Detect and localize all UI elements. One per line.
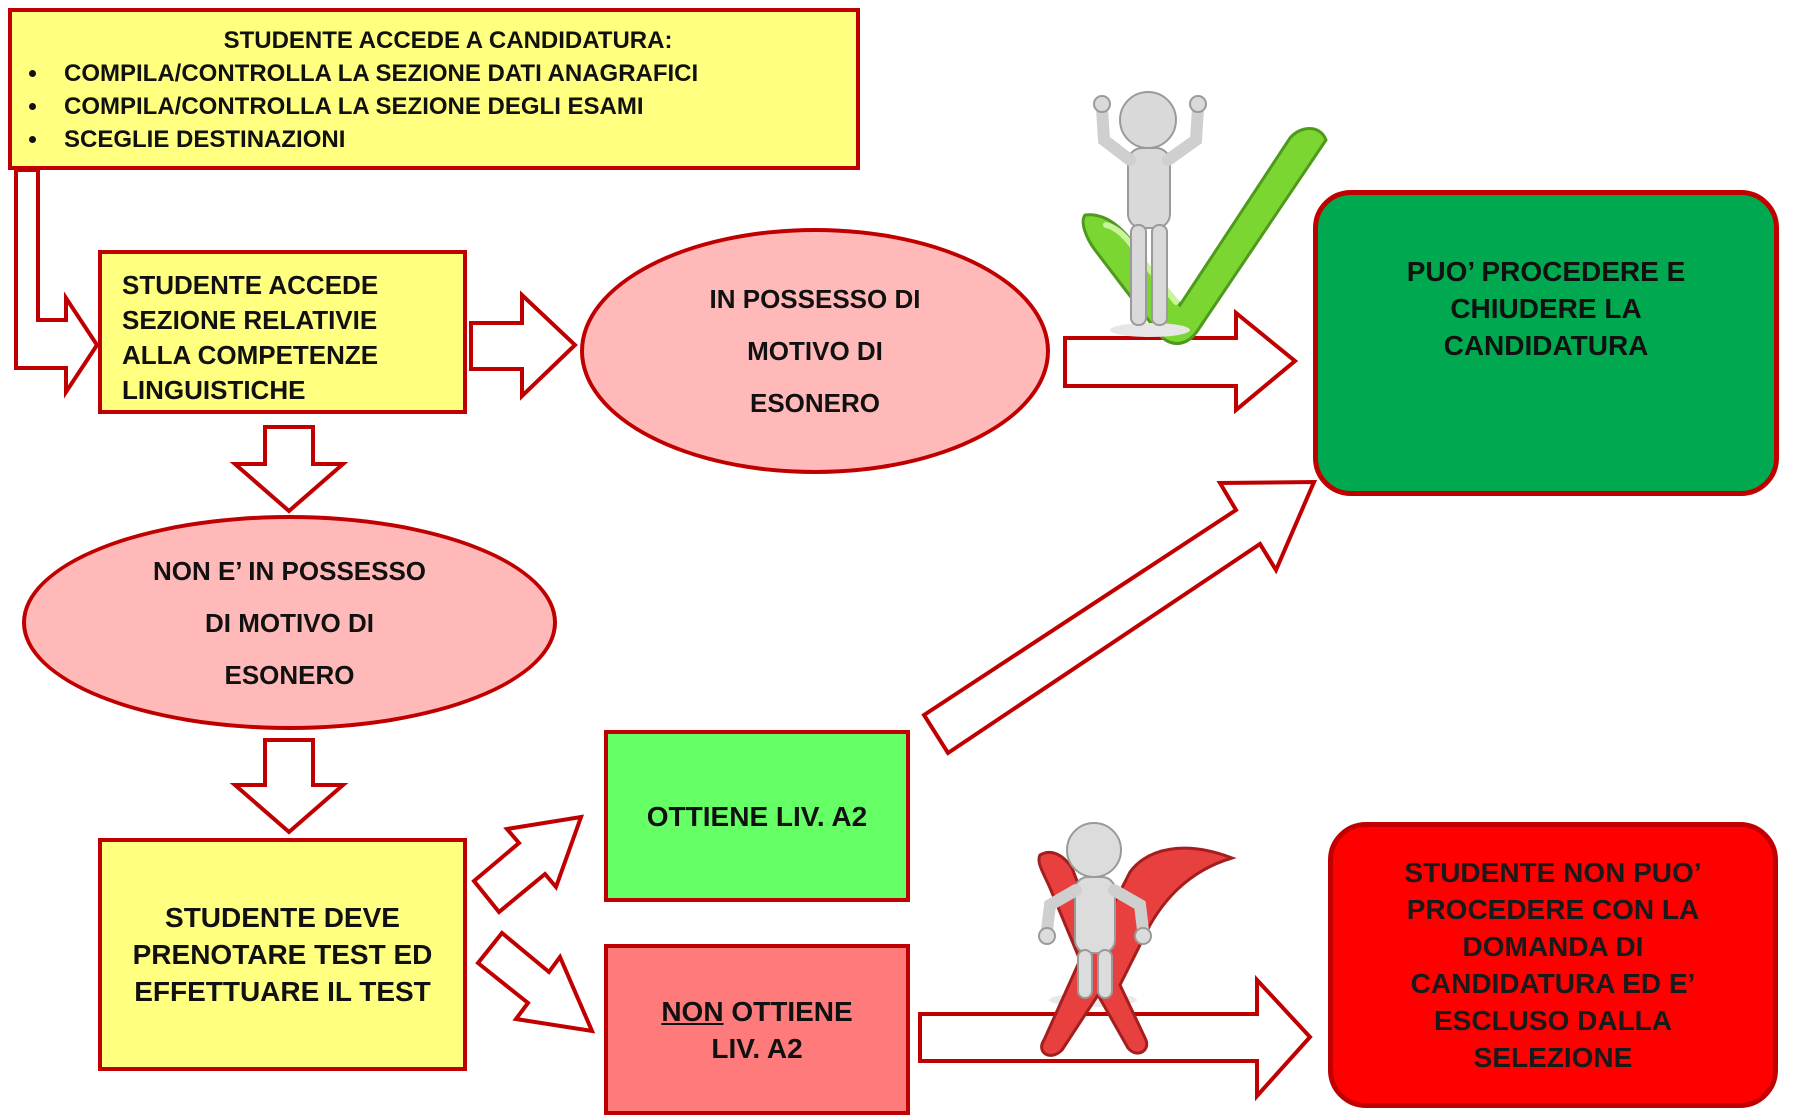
box-test-line: STUDENTE DEVE: [165, 902, 400, 933]
arrow-non-esonero-down: [229, 738, 349, 835]
arrow-test-to-ottiene: [471, 814, 585, 915]
arrow-top-to-competenze: [14, 168, 100, 399]
thumbs-up-person-icon: [1093, 91, 1207, 337]
ellipse-non-esonero-line: DI MOTIVO DI: [205, 607, 374, 638]
arrow-test-to-non-ottiene: [475, 930, 596, 1034]
box-test-line: PRENOTARE TEST ED: [132, 939, 433, 970]
result-box-escluso: STUDENTE NON PUO’ PROCEDERE CON LA DOMAN…: [1328, 822, 1778, 1108]
box-non-ottiene-liv-a2: NON OTTIENE LIV. A2: [604, 944, 910, 1115]
box-competenze-line: LINGUISTICHE: [122, 375, 306, 405]
result-ko-line: ESCLUSO DALLA: [1434, 1005, 1672, 1036]
arrow-competenze-to-esonero: [469, 290, 578, 401]
arrow-esonero-to-result-ok: [1063, 308, 1299, 415]
top-box-bullet: COMPILA/CONTROLLA LA SEZIONE DATI ANAGRA…: [50, 57, 846, 90]
result-ko-line: DOMANDA DI: [1462, 931, 1644, 962]
box-test-line: EFFETTUARE IL TEST: [134, 976, 431, 1007]
box-ottiene-text: OTTIENE LIV. A2: [646, 800, 868, 832]
ellipse-esonero-line: IN POSSESSO DI: [709, 284, 921, 314]
result-ok-line: CANDIDATURA: [1443, 329, 1649, 361]
top-box-bullet: COMPILA/CONTROLLA LA SEZIONE DEGLI ESAMI: [50, 90, 846, 123]
non-underlined: NON: [661, 995, 724, 1027]
result-box-puo-procedere: PUO’ PROCEDERE E CHIUDERE LA CANDIDATURA: [1313, 190, 1779, 496]
top-box-bullets: COMPILA/CONTROLLA LA SEZIONE DATI ANAGRA…: [12, 57, 846, 156]
box-competenze-line: SEZIONE RELATIVIE: [122, 305, 378, 335]
ellipse-esonero-line: ESONERO: [749, 388, 881, 418]
non-ottiene-rest: OTTIENE: [723, 995, 853, 1027]
box-ottiene-liv-a2: OTTIENE LIV. A2: [604, 730, 910, 902]
ellipse-esonero-line: MOTIVO DI: [747, 336, 883, 366]
ellipse-non-esonero-line: ESONERO: [224, 659, 355, 690]
top-box-heading: STUDENTE ACCEDE A CANDIDATURA:: [223, 27, 673, 54]
ellipse-non-in-possesso-esonero: NON E’ IN POSSESSO DI MOTIVO DI ESONERO: [22, 515, 557, 730]
ellipse-in-possesso-esonero: IN POSSESSO DI MOTIVO DI ESONERO: [580, 228, 1050, 474]
top-box-candidatura: STUDENTE ACCEDE A CANDIDATURA: COMPILA/C…: [8, 8, 860, 170]
arrow-ottiene-to-result-ok: [921, 479, 1318, 756]
box-competenze-line: STUDENTE ACCEDE: [122, 270, 379, 300]
result-ok-line: PUO’ PROCEDERE E: [1406, 255, 1686, 287]
top-box-bullet: SCEGLIE DESTINAZIONI: [50, 123, 846, 156]
red-x-icon: [1037, 846, 1237, 1057]
result-ok-line: CHIUDERE LA: [1450, 292, 1642, 324]
arrow-competenze-down: [229, 425, 349, 514]
result-ko-line: CANDIDATURA ED E’: [1410, 968, 1696, 999]
box-prenotare-test: STUDENTE DEVE PRENOTARE TEST ED EFFETTUA…: [98, 838, 467, 1071]
box-non-ottiene-line1: NON OTTIENE: [661, 993, 852, 1030]
ellipse-non-esonero-line: NON E’ IN POSSESSO: [152, 555, 427, 586]
box-competenze-linguistiche: STUDENTE ACCEDE SEZIONE RELATIVIE ALLA C…: [98, 250, 467, 414]
arrow-non-ottiene-to-result-ko: [918, 974, 1313, 1102]
box-competenze-line: ALLA COMPETENZE: [122, 340, 379, 370]
box-non-ottiene-line2: LIV. A2: [711, 1032, 803, 1064]
result-ko-line: SELEZIONE: [1473, 1042, 1633, 1073]
result-ko-line: PROCEDERE CON LA: [1406, 894, 1700, 925]
result-ko-line: STUDENTE NON PUO’: [1404, 857, 1702, 888]
thumbs-down-person-icon: [1038, 822, 1152, 999]
